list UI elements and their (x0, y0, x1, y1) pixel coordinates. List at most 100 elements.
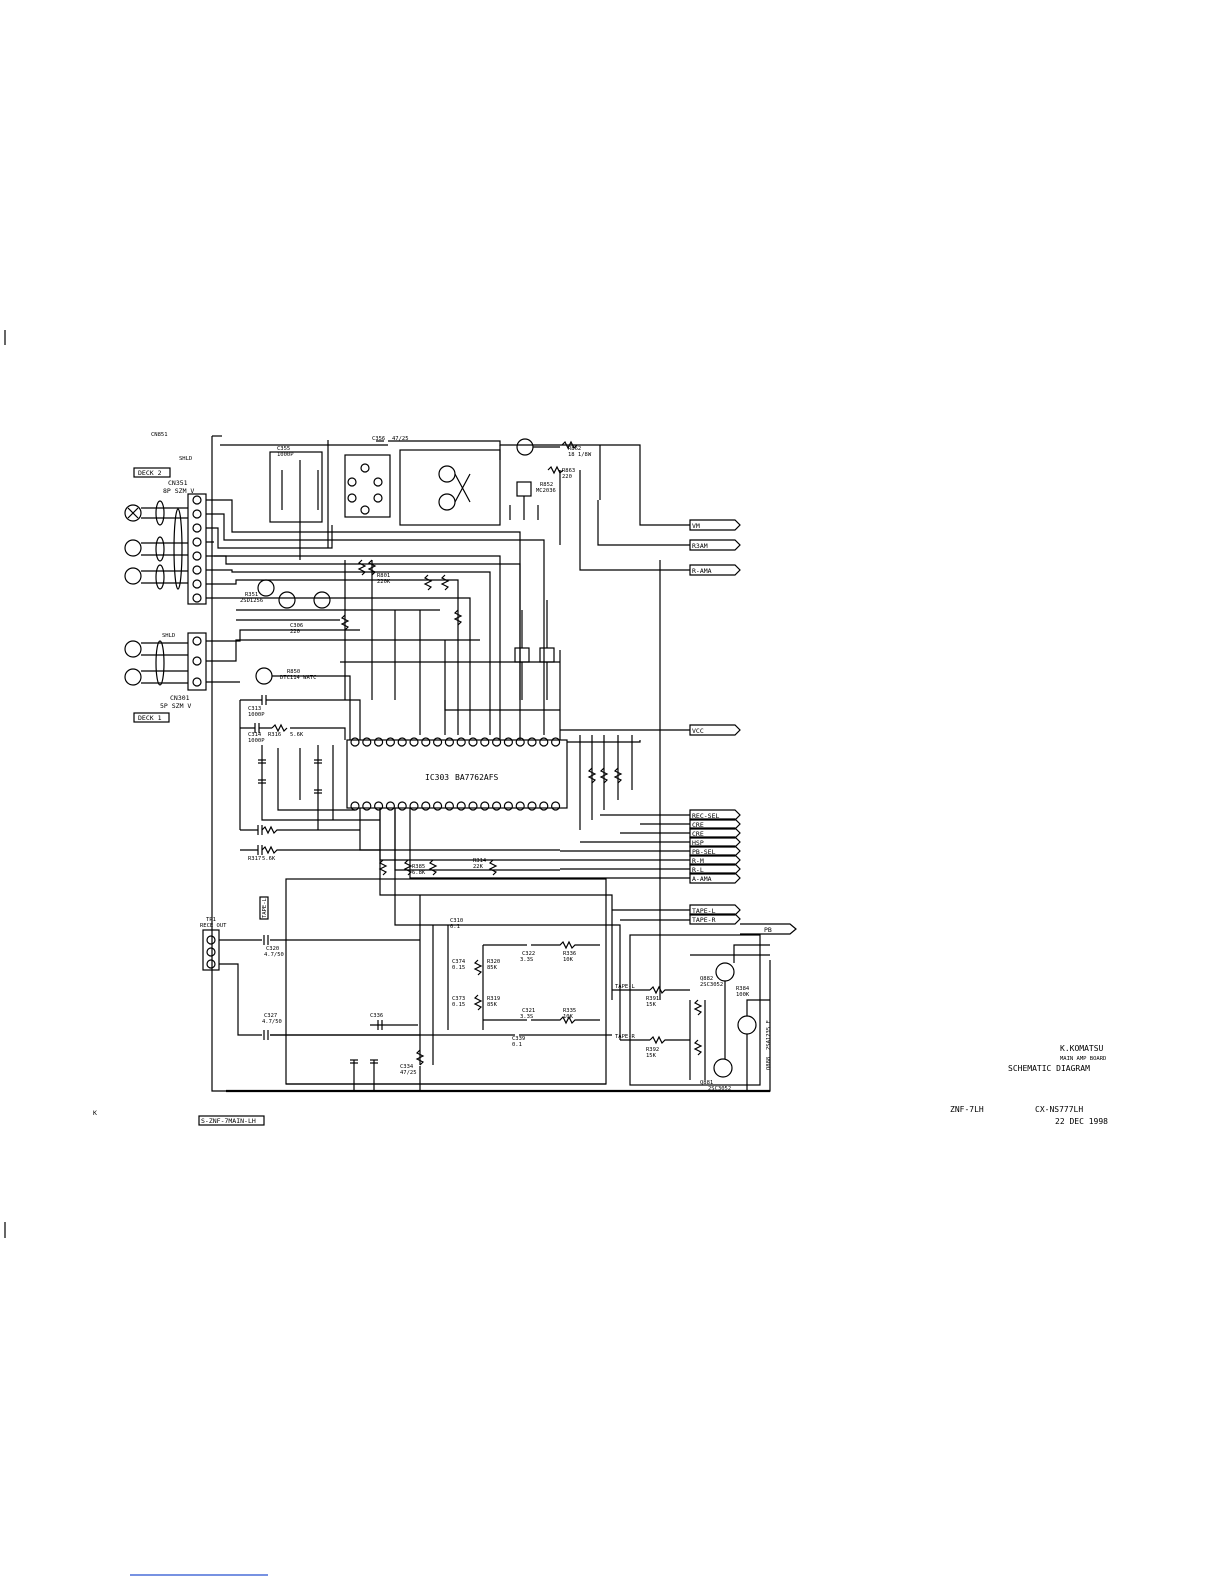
corner-mark: K (93, 1109, 97, 1117)
amp-block (629, 934, 761, 1086)
ic-pin (362, 737, 372, 747)
doc-type: SCHEMATIC DIAGRAM (1008, 1064, 1090, 1073)
bridge-ic (344, 454, 391, 518)
transistor-icon (438, 493, 456, 511)
port-r-l: R-L (689, 863, 741, 875)
svg-text:HSP: HSP (692, 839, 704, 847)
c306-label: C306 (290, 623, 303, 629)
q881-value: 2SC3052 (708, 1086, 731, 1092)
svg-text:VCC: VCC (692, 727, 704, 735)
c373-label: C373 (452, 996, 465, 1002)
r862-label: R862 (568, 446, 581, 452)
shield-ellipse (155, 500, 165, 526)
cn301-label: CN301 (170, 694, 190, 702)
tp1-pin (206, 935, 216, 945)
cross-wire (454, 473, 471, 503)
resistor-r317 (261, 825, 380, 855)
q888-label: Q888 (766, 1057, 772, 1070)
svg-text:PB-SEL: PB-SEL (692, 848, 716, 856)
ic303-part: BA7762AFS (455, 773, 499, 782)
r392-value: 15K (646, 1053, 657, 1059)
shield-label: SHLD (179, 456, 192, 462)
port-rec-sel: REC-SEL (689, 809, 741, 821)
ic303-ref: IC303 (425, 773, 449, 782)
tp1-label: TP1 (206, 917, 216, 923)
wire (560, 729, 690, 743)
ic-pin (468, 801, 478, 811)
r863-label: R863 (562, 468, 575, 474)
transistor-q888 (737, 1015, 757, 1035)
ic-pin (421, 801, 431, 811)
ic-pin (362, 801, 372, 811)
head-symbol (124, 640, 142, 686)
r319-value: 85K (487, 1002, 498, 1008)
r384-value: 100K (736, 992, 750, 998)
c356-label: C356 (372, 436, 385, 442)
cn301-spec: 5P SZM V (160, 702, 191, 710)
wire (206, 569, 491, 735)
ic-pin (350, 801, 360, 811)
driver-block (269, 451, 323, 523)
cn301-connector (187, 632, 207, 691)
ic-pin (374, 737, 384, 747)
ic-pin (444, 801, 454, 811)
ic-pin (385, 737, 395, 747)
r850-value: DTC114 WATC (280, 675, 316, 681)
r335-value: 10K (563, 1014, 574, 1020)
c322-label: C322 (522, 951, 535, 957)
port-r3am: R3AM (689, 539, 741, 551)
c374-label: C374 (452, 959, 466, 965)
wire (612, 909, 690, 1041)
c314-value: 1000P (248, 738, 265, 744)
ic-pin (456, 801, 466, 811)
deck1-label: DECK 1 (138, 714, 162, 722)
wire (206, 629, 480, 683)
wire (379, 808, 621, 1040)
wire (340, 650, 561, 740)
ic-pin (539, 737, 549, 747)
r852-label: R852 (540, 482, 553, 488)
r385-label: R385 (412, 864, 425, 870)
shield-ellipse (155, 564, 165, 590)
cap-pair (240, 825, 263, 855)
wire (261, 745, 380, 830)
c334-label: C334 (400, 1064, 414, 1070)
r319-label: R319 (487, 996, 500, 1002)
r314-value: 22K (473, 864, 484, 870)
ic-pin (503, 801, 513, 811)
transistor-icon (257, 579, 275, 597)
ic-pin (515, 737, 525, 747)
bottom-label: S-ZNF-7MAIN-LH (201, 1117, 256, 1125)
r317-label: R317 (248, 856, 261, 862)
r863-value: 220 (562, 474, 572, 480)
svg-text:A-AMA: A-AMA (692, 875, 712, 883)
ic-pin (456, 737, 466, 747)
c356-value: 47/25 (392, 436, 409, 442)
c339-value: 0.1 (512, 1042, 522, 1048)
svg-text:PB: PB (764, 926, 772, 934)
tp1-pin (206, 959, 216, 969)
ic-pin (350, 737, 360, 747)
head-symbol (124, 539, 142, 585)
port-cre-2: CRE (689, 827, 741, 839)
r384-label: R384 (736, 986, 750, 992)
ic-pin (397, 737, 407, 747)
c327-label: C327 (264, 1013, 277, 1019)
cap-group-bottom (350, 1049, 425, 1066)
c320-label: C320 (266, 946, 279, 952)
shield-ellipse (155, 640, 165, 686)
deck2-box (133, 467, 171, 478)
r3am-wire (597, 500, 690, 546)
c321-label: C321 (522, 1008, 535, 1014)
svg-text:R-L: R-L (692, 866, 704, 874)
wire (206, 579, 459, 735)
resistor-r316 (271, 723, 288, 733)
ic-pin (421, 737, 431, 747)
ic-pin (515, 801, 525, 811)
ic-pin (550, 737, 561, 747)
cn301-wire-label: SHLD (162, 633, 175, 639)
c327-value: 4.7/50 (262, 1019, 282, 1025)
signal-bus (545, 814, 690, 879)
transistor-q882 (715, 962, 735, 982)
ic-pin (527, 801, 537, 811)
